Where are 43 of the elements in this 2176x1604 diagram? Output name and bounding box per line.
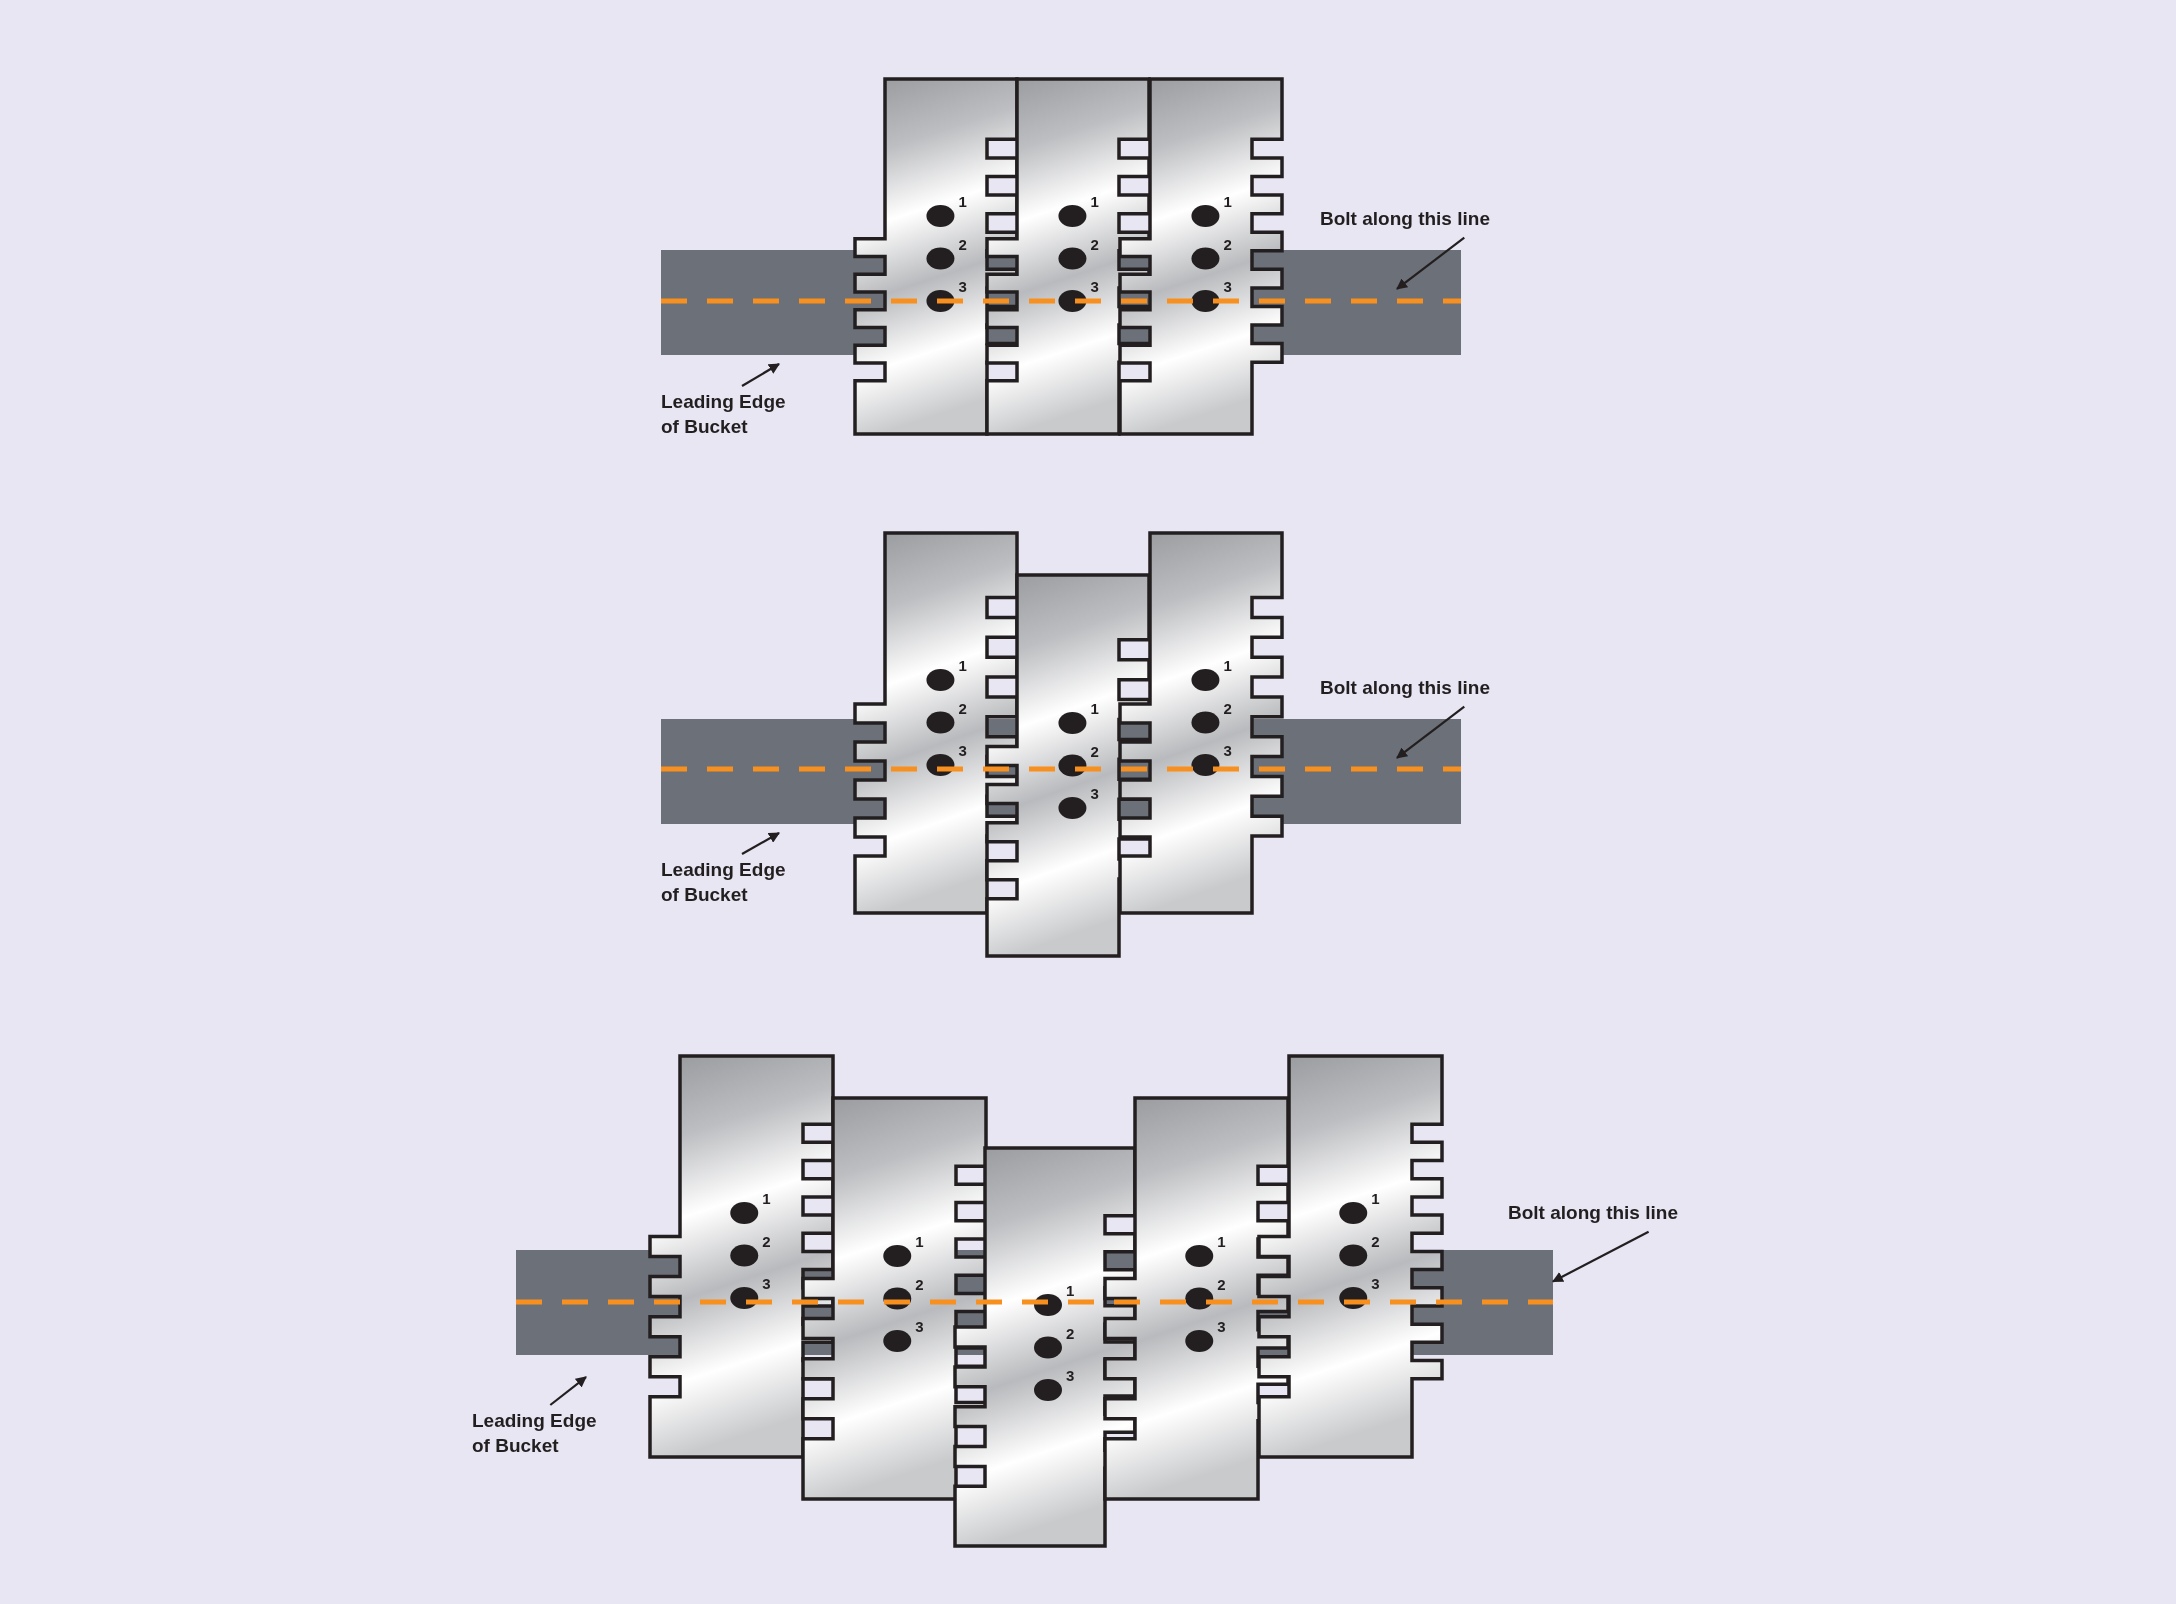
leader-arrow — [741, 832, 780, 855]
hole-number: 3 — [1066, 1368, 1075, 1383]
hole-number: 2 — [915, 1276, 924, 1292]
hole-number: 1 — [958, 194, 967, 209]
hole-number: 1 — [1223, 658, 1232, 673]
hole-number: 2 — [1066, 1325, 1075, 1341]
callout-label: Bolt along this line — [1320, 676, 1505, 701]
hole-number: 3 — [1217, 1319, 1226, 1334]
callout-label: Leading Edge of Bucket — [661, 858, 796, 908]
hole-number: 3 — [915, 1319, 924, 1334]
leader-arrow — [741, 363, 780, 387]
hole-number: 2 — [958, 236, 967, 252]
hole-number: 2 — [762, 1233, 771, 1249]
hole-number: 1 — [1371, 1191, 1380, 1206]
hole-number: 3 — [958, 743, 967, 758]
hole-number: 1 — [958, 658, 967, 673]
hole-number: 1 — [1066, 1283, 1075, 1298]
hole-number: 3 — [1223, 279, 1232, 294]
hole-number: 3 — [1371, 1276, 1380, 1291]
hole-number: 2 — [958, 700, 967, 716]
hole-number: 3 — [1090, 786, 1099, 801]
hole-number: 2 — [1223, 236, 1232, 252]
hole-number: 1 — [1223, 194, 1232, 209]
hole-number: 2 — [1371, 1233, 1380, 1249]
callout-label: Bolt along this line — [1508, 1201, 1693, 1226]
hole-number: 2 — [1217, 1276, 1226, 1292]
hole-number: 3 — [958, 279, 967, 294]
hole-number: 1 — [915, 1234, 924, 1249]
hole-number: 3 — [1090, 279, 1099, 294]
hole-number: 1 — [1090, 194, 1099, 209]
hole-number: 2 — [1090, 743, 1099, 759]
leader-arrow — [549, 1376, 587, 1406]
callout-label: Leading Edge of Bucket — [472, 1409, 607, 1459]
hole-number: 2 — [1223, 700, 1232, 716]
hole-number: 1 — [1217, 1234, 1226, 1249]
hole-number: 1 — [762, 1191, 771, 1206]
leader-arrow — [1552, 1230, 1650, 1283]
hole-number: 2 — [1090, 236, 1099, 252]
hole-number: 1 — [1090, 701, 1099, 716]
callout-label: Bolt along this line — [1320, 207, 1505, 232]
hole-number: 3 — [1223, 743, 1232, 758]
callout-label: Leading Edge of Bucket — [661, 390, 796, 440]
hole-number: 3 — [762, 1276, 771, 1291]
